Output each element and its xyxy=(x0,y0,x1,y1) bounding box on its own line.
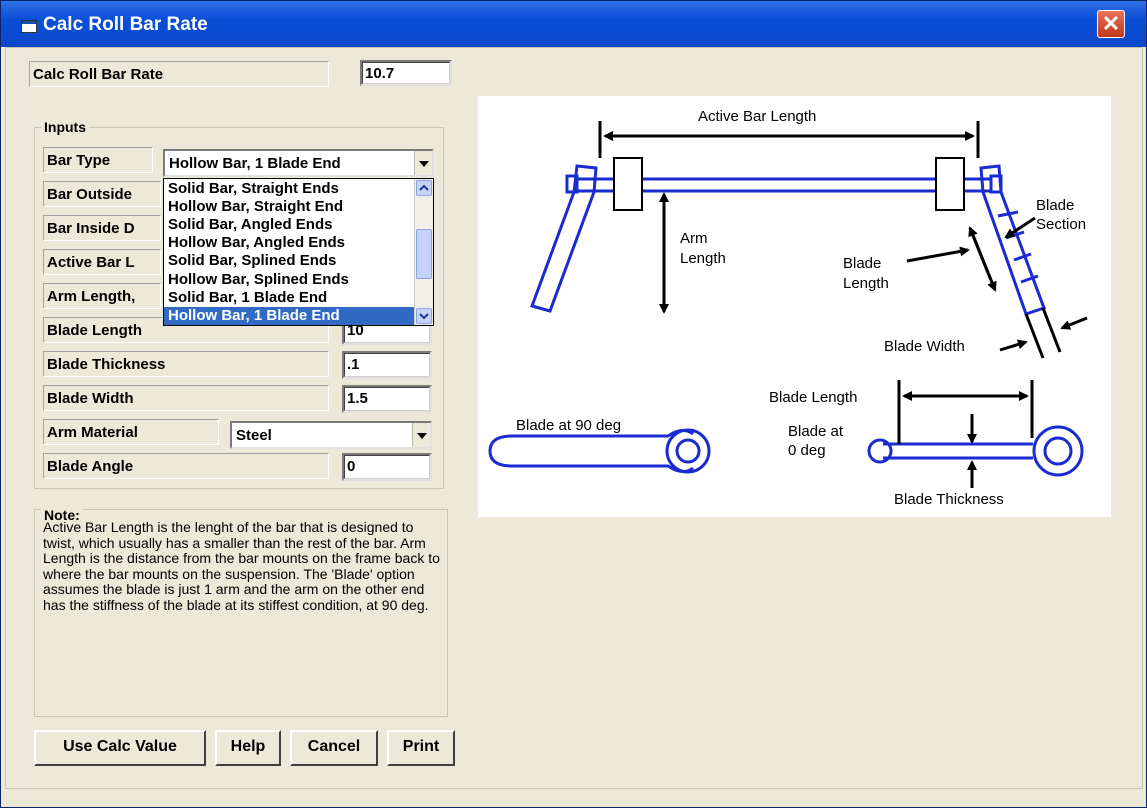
close-button[interactable]: ✕ xyxy=(1097,10,1125,38)
arm-length-text: Length xyxy=(680,250,726,267)
arm-text: Arm xyxy=(680,230,708,247)
arm-material-label: Arm Material xyxy=(43,419,219,445)
blade-length-label: Blade Length xyxy=(43,317,329,343)
help-button[interactable]: Help xyxy=(215,730,281,766)
print-button[interactable]: Print xyxy=(387,730,455,766)
blade-angle-field[interactable]: 0 xyxy=(342,453,432,481)
blade-length-text-1: Blade xyxy=(843,255,881,272)
arm-material-value: Steel xyxy=(236,427,272,444)
bar-inside-label: Bar Inside D xyxy=(43,215,161,241)
note-text: Active Bar Length is the lenght of the b… xyxy=(43,519,440,613)
bar-type-label: Bar Type xyxy=(43,147,153,173)
blade-angle-label: Blade Angle xyxy=(43,453,329,479)
dimension-arrows xyxy=(598,121,1088,488)
blade-at-text: Blade at xyxy=(788,423,844,440)
scroll-up-button[interactable] xyxy=(416,180,432,196)
blade-thickness-field[interactable]: .1 xyxy=(342,351,432,379)
blade-width-label: Blade Width xyxy=(43,385,329,411)
chevron-up-icon xyxy=(419,184,429,191)
window-icon xyxy=(21,20,37,33)
bar-type-value: Hollow Bar, 1 Blade End xyxy=(169,155,341,172)
dropdown-option[interactable]: Hollow Bar, 1 Blade End xyxy=(164,306,416,325)
client-area xyxy=(5,47,1143,789)
active-bar-length-label: Active Bar L xyxy=(43,249,161,275)
bar-type-select[interactable]: Hollow Bar, 1 Blade End xyxy=(163,149,434,177)
blade-at-90-text: Blade at 90 deg xyxy=(516,417,621,434)
arm-material-select[interactable]: Steel xyxy=(230,421,432,449)
roll-bar-diagram-svg: Active Bar Length Arm Length Blade Secti… xyxy=(488,108,1088,508)
dropdown-option[interactable]: Solid Bar, Angled Ends xyxy=(168,216,333,234)
blade-width-field[interactable]: 1.5 xyxy=(342,385,432,413)
blade-thickness-text: Blade Thickness xyxy=(894,491,1004,508)
result-label: Calc Roll Bar Rate xyxy=(29,61,329,87)
dropdown-option[interactable]: Hollow Bar, Splined Ends xyxy=(168,270,349,288)
dropdown-scrollbar[interactable] xyxy=(414,179,433,325)
dropdown-option[interactable]: Hollow Bar, Angled Ends xyxy=(168,234,345,252)
result-value-field[interactable]: 10.7 xyxy=(360,60,452,86)
scroll-down-button[interactable] xyxy=(416,308,432,324)
window-title: Calc Roll Bar Rate xyxy=(43,14,208,35)
blade-thickness-label: Blade Thickness xyxy=(43,351,329,377)
use-calc-value-button[interactable]: Use Calc Value xyxy=(34,730,206,766)
blade-section-text-1: Blade xyxy=(1036,197,1074,214)
chevron-down-icon[interactable] xyxy=(414,151,432,175)
active-bar-length-text: Active Bar Length xyxy=(698,108,816,125)
inputs-group: Inputs xyxy=(34,119,444,489)
blade-length-text-2: Length xyxy=(843,275,889,292)
zero-deg-text: 0 deg xyxy=(788,442,826,459)
scroll-thumb[interactable] xyxy=(416,229,432,279)
right-bushing xyxy=(935,157,965,211)
left-bushing xyxy=(613,157,643,211)
dropdown-option[interactable]: Solid Bar, 1 Blade End xyxy=(168,288,328,306)
dropdown-option[interactable]: Solid Bar, Straight Ends xyxy=(168,180,339,197)
note-group: Note: xyxy=(34,507,448,717)
arm-length-label: Arm Length, xyxy=(43,283,161,309)
chevron-down-icon[interactable] xyxy=(412,423,430,447)
blade-length-0deg-text: Blade Length xyxy=(769,389,857,406)
bar-outside-label: Bar Outside xyxy=(43,181,161,207)
cancel-button[interactable]: Cancel xyxy=(290,730,378,766)
chevron-down-icon xyxy=(419,313,429,320)
note-title: Note: xyxy=(41,507,83,523)
roll-bar-diagram: Active Bar Length Arm Length Blade Secti… xyxy=(478,96,1111,517)
dropdown-option[interactable]: Solid Bar, Splined Ends xyxy=(168,252,337,270)
inputs-group-title: Inputs xyxy=(41,119,89,135)
dropdown-option[interactable]: Hollow Bar, Straight End xyxy=(168,198,344,216)
blade-section-text-2: Section xyxy=(1036,216,1086,233)
title-bar[interactable]: Calc Roll Bar Rate ✕ xyxy=(1,1,1146,47)
blade-width-text: Blade Width xyxy=(884,338,965,355)
